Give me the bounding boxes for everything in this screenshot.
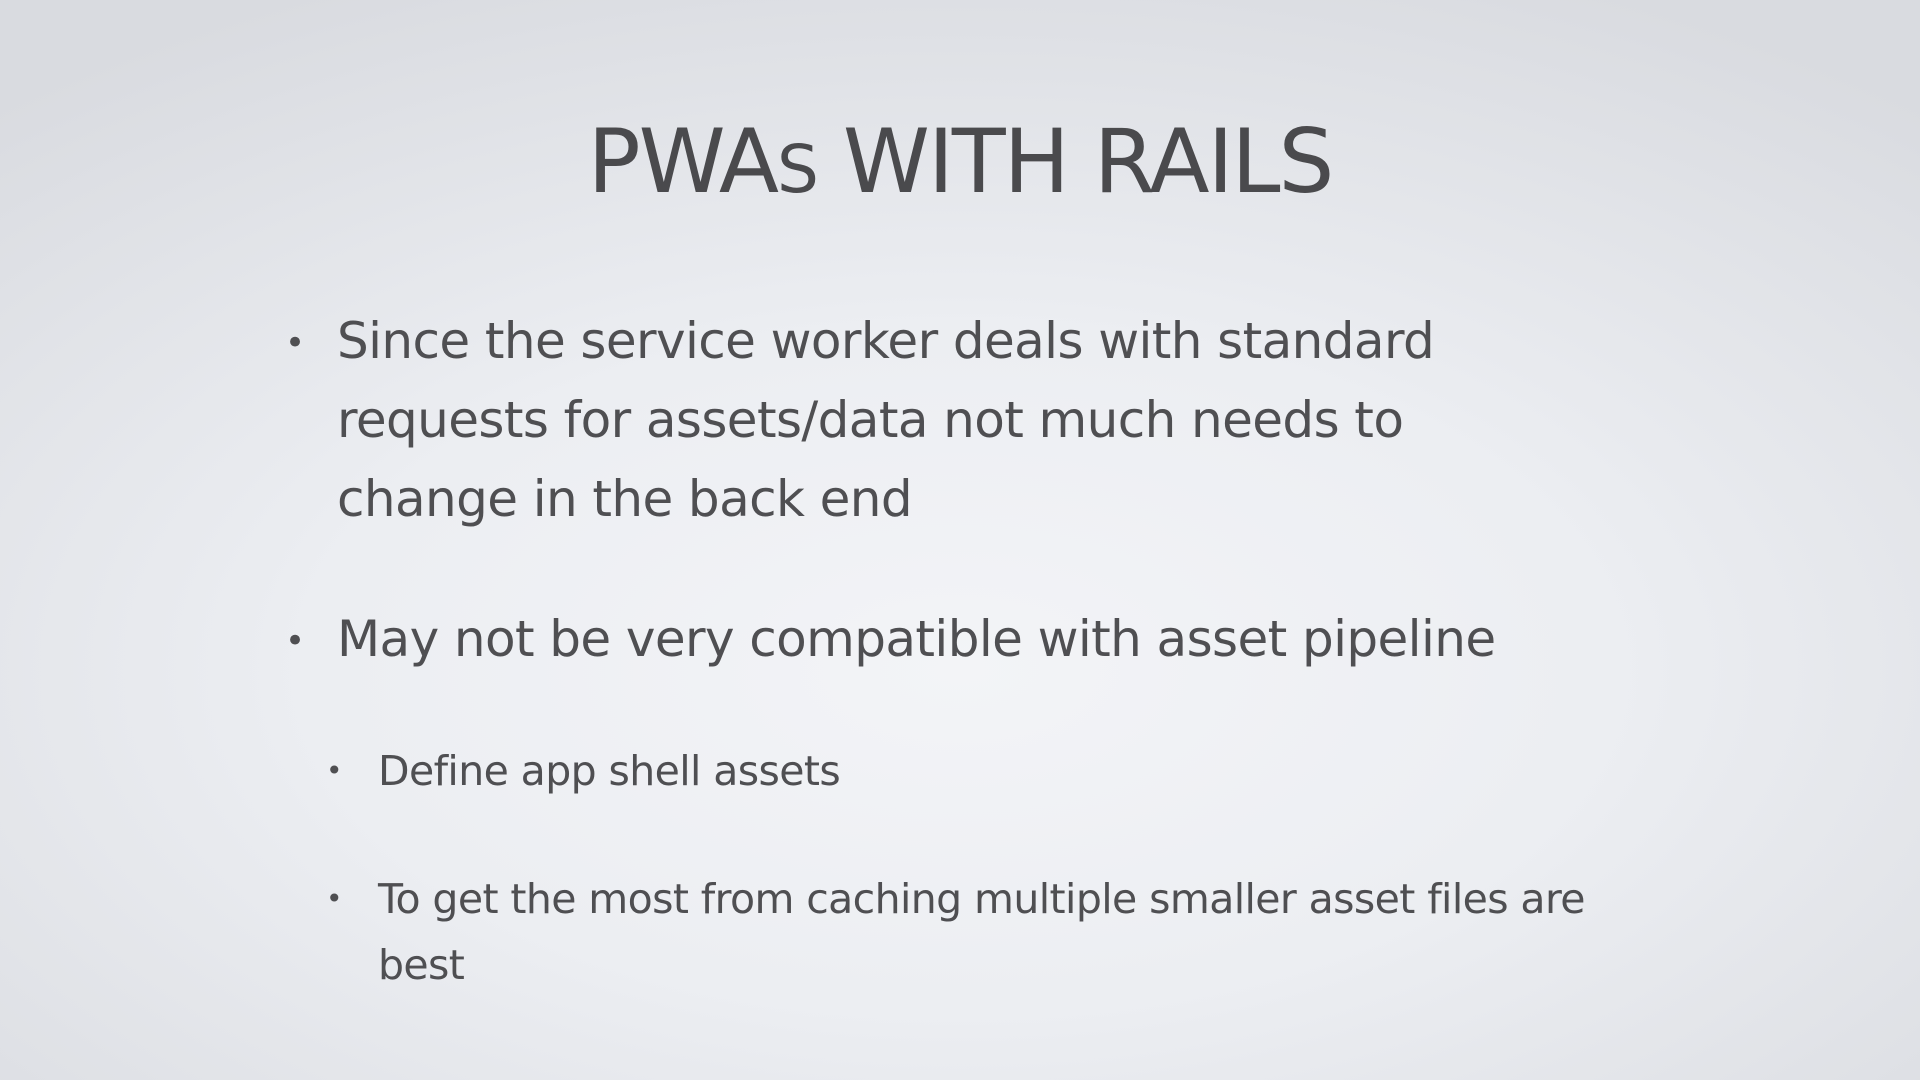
bullet-dot-icon: • [285, 621, 305, 661]
bullet-dot-icon: • [285, 323, 305, 363]
bullet-item: • Since the service worker deals with st… [285, 302, 1585, 539]
bullet-dot-icon: • [326, 754, 343, 787]
sub-bullet-item: • Define app shell assets [326, 738, 1586, 804]
sub-bullet-text: To get the most from caching multiple sm… [378, 875, 1586, 989]
bullet-dot-icon: • [326, 882, 343, 915]
sub-bullet-text: Define app shell assets [378, 747, 841, 795]
slide-title-small: S [777, 131, 819, 208]
sub-bullet-item: • To get the most from caching multiple … [326, 866, 1586, 998]
bullet-text: Since the service worker deals with stan… [337, 312, 1435, 528]
bullet-text: May not be very compatible with asset pi… [337, 610, 1496, 668]
slide-title: PWAS WITH RAILS [0, 108, 1920, 224]
slide-title-rest: WITH RAILS [816, 110, 1334, 213]
slide-title-main: PWA [587, 110, 779, 213]
bullet-item: • May not be very compatible with asset … [285, 600, 1585, 679]
